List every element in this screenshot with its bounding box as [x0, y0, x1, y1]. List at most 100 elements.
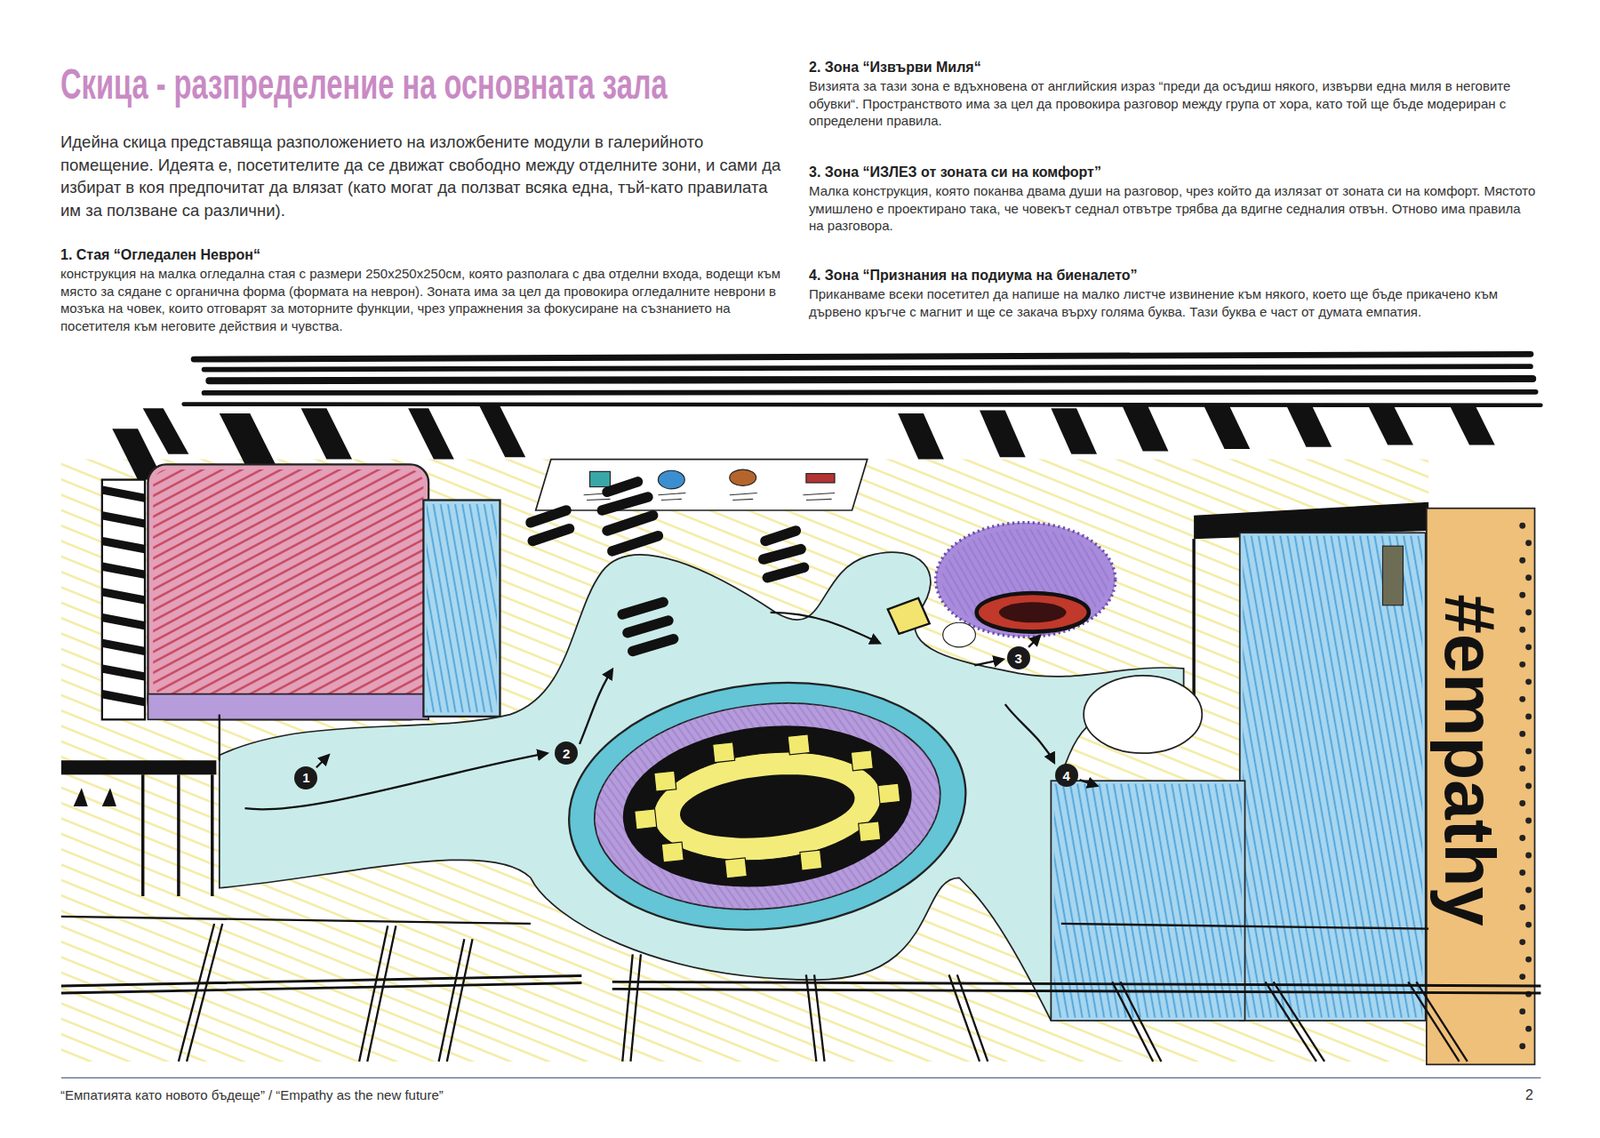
empathy-wall — [1525, 921, 1532, 928]
conversation-table — [676, 766, 858, 846]
conversation-table — [584, 686, 951, 926]
partition-walls — [530, 510, 570, 541]
empathy-wall — [1525, 887, 1532, 894]
conversation-table — [556, 664, 978, 950]
floor-grid — [61, 916, 531, 924]
zone-description: Визията за тази зона е вдъхновена от анг… — [808, 77, 1538, 130]
empathy-wall — [1525, 783, 1532, 790]
ceiling-beams — [208, 378, 1533, 381]
partition-walls — [763, 530, 805, 578]
conversation-table — [556, 664, 978, 950]
floor-grid — [178, 923, 223, 1062]
confession-zone — [1192, 538, 1195, 704]
partition-walls — [622, 601, 673, 651]
footer-rule — [61, 1077, 1542, 1079]
floor-grid — [439, 938, 473, 1062]
empathy-wall — [1426, 508, 1536, 1065]
empathy-wall — [1525, 608, 1532, 616]
floor-grid — [949, 974, 989, 1062]
wall-tops — [480, 406, 527, 457]
empathy-wall — [1519, 869, 1526, 876]
conversation-table — [648, 741, 887, 872]
zone-heading: 2. Зона “Извърви Миля“ — [808, 58, 1538, 77]
floor-grid — [61, 916, 1542, 1062]
conversation-table — [712, 742, 736, 763]
empathy-wall — [1525, 643, 1532, 650]
empathy-wall — [1519, 800, 1526, 807]
wall-tops — [1367, 404, 1414, 446]
route-arrow — [974, 659, 1003, 666]
route-arrow — [770, 612, 880, 643]
callout-number-text: 2 — [562, 746, 570, 760]
floor-ground — [61, 459, 1429, 1062]
visitor-path — [219, 552, 1184, 1021]
left-wall — [102, 489, 145, 703]
entrance-wall — [143, 774, 213, 896]
empathy-wall — [1519, 522, 1532, 1049]
route-arrow — [1028, 635, 1040, 648]
empathy-wall — [1525, 956, 1532, 963]
partition-walls — [601, 481, 658, 552]
empathy-wall — [1525, 539, 1532, 546]
wall-panel — [536, 459, 868, 511]
footer-rule — [61, 1077, 1542, 1079]
wall-panel — [806, 473, 835, 483]
wall-panel — [536, 459, 868, 511]
floor-grid — [61, 975, 582, 993]
empathy-wall — [1519, 1008, 1526, 1015]
empathy-wall — [1519, 730, 1526, 737]
zone-heading: 3. Зона “ИЗЛЕЗ от зоната си на комфорт” — [808, 163, 1538, 182]
empathy-wall — [1519, 592, 1526, 599]
conversation-table — [654, 770, 677, 792]
entrance-wall — [218, 714, 221, 761]
wall-tops — [979, 409, 1026, 457]
zone-heading: 4. Зона “Признания на подиума на биенале… — [808, 266, 1538, 285]
zone-description: Малка конструкция, която поканва двама д… — [808, 182, 1538, 235]
wall-tops — [1204, 406, 1251, 449]
floor-grid — [622, 953, 641, 1062]
empathy-wall — [1525, 574, 1532, 581]
confession-zone — [1242, 536, 1423, 1018]
wall-panel — [657, 470, 685, 489]
wall-panel — [590, 471, 611, 487]
visitor-path — [219, 552, 1184, 1021]
wall-tops — [219, 413, 276, 464]
comfort-zone-pod — [976, 592, 1089, 632]
empathy-wall — [1519, 626, 1526, 633]
empathy-wall — [1519, 1042, 1526, 1049]
zone-description: Приканваме всеки посетител да напише на … — [808, 285, 1538, 320]
empathy-wall — [1525, 712, 1532, 720]
conversation-table — [724, 857, 747, 879]
empathy-wall — [1519, 973, 1526, 980]
conversation-table — [858, 821, 881, 842]
empathy-wall — [1519, 557, 1526, 564]
confession-zone — [1382, 545, 1403, 606]
entrance-wall — [61, 760, 216, 775]
route-arrow — [316, 755, 329, 768]
callout-number: 3 — [1007, 646, 1031, 670]
entrance-wall — [73, 787, 117, 807]
route-arrow — [1080, 779, 1098, 786]
comfort-zone-pod — [888, 598, 930, 634]
ceiling-beams — [193, 353, 1531, 360]
conversation-table — [584, 686, 951, 926]
route-arrow — [245, 612, 1098, 810]
conversation-table — [615, 712, 920, 901]
mirror-room — [423, 500, 500, 717]
mirror-room — [147, 694, 429, 720]
wall-tops — [143, 408, 190, 455]
floor-grid — [612, 981, 1542, 993]
intro-text: Идейна скица представяща разположението … — [60, 130, 790, 222]
empathy-wall — [1426, 508, 1536, 1065]
left-wall — [102, 480, 145, 720]
conversation-table — [850, 750, 873, 771]
empathy-wall — [1519, 834, 1526, 841]
confession-zone — [1240, 532, 1426, 1021]
footer-caption: “Емпатията като новото бъдеще” / “Empath… — [60, 1086, 444, 1104]
route-arrow — [579, 669, 613, 744]
callout-number-text: 4 — [1062, 768, 1070, 783]
empathy-wall — [1525, 817, 1532, 824]
zone-heading: 1. Стая “Огледален Неврон“ — [60, 246, 790, 264]
